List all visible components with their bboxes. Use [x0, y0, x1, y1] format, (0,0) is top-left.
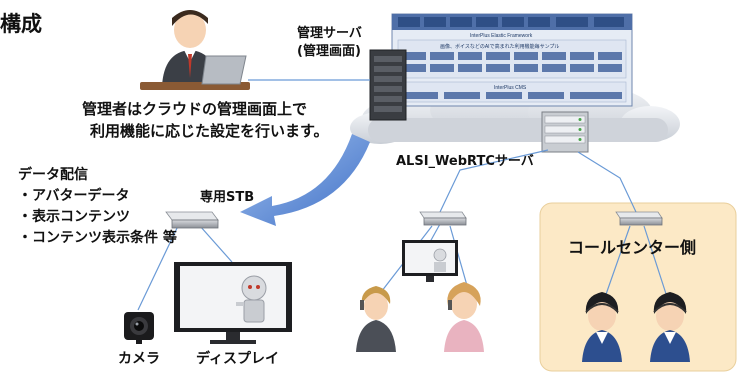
display-label: ディスプレイ — [196, 351, 280, 367]
camera-icon — [124, 312, 154, 344]
delivery-arrow — [240, 134, 370, 226]
robot-avatar-icon — [236, 275, 267, 323]
callcenter-to-op1-line — [603, 225, 631, 301]
management-server-icon — [369, 49, 407, 121]
cms-title: InterPlus CMS — [494, 85, 527, 91]
admin-note-line2: 利用機能に応じた設定を行います。 — [90, 122, 329, 140]
cms-framework-title: InterPlus Elastic Framework — [470, 33, 533, 39]
call-center-label: コールセンター側 — [568, 238, 697, 257]
data-delivery-item: ・アバターデータ — [18, 188, 130, 204]
user-person-icon — [356, 286, 396, 352]
operator-icon — [582, 292, 622, 362]
stb-label: 専用STB — [200, 190, 255, 205]
client-to-monitor-line — [429, 223, 441, 243]
mgmt-server-label-line1: 管理サーバ — [297, 26, 362, 41]
webrtc-server-icon — [541, 111, 589, 153]
admin-note-line1: 管理者はクラウドの管理画面上で — [82, 100, 308, 118]
webrtc-server-label: ALSI_WebRTCサーバ — [396, 154, 534, 169]
stb-to-camera-line — [137, 225, 179, 311]
display-icon — [174, 262, 292, 344]
cms-subtitle: 画像、ボイスなどのAIで高まれた利用機能毎サンプル — [440, 43, 559, 50]
camera-label: カメラ — [118, 351, 160, 367]
page-heading: 構成 — [0, 12, 42, 36]
stb-to-display-line — [199, 225, 233, 263]
data-delivery-title: データ配信 — [18, 167, 88, 183]
client-stb-icon — [419, 211, 467, 226]
client-monitor-icon — [402, 240, 458, 282]
stb-device-icon — [165, 211, 219, 229]
cms-window: InterPlus Elastic Framework 画像、ボイスなどのAIで… — [391, 13, 633, 107]
webrtc-to-client-line — [439, 149, 549, 213]
callcenter-to-op2-line — [643, 225, 669, 301]
operator-icon — [650, 292, 690, 362]
user-person-icon — [444, 282, 484, 352]
data-delivery-item: ・表示コンテンツ — [18, 209, 130, 225]
callcenter-stb-icon — [615, 211, 663, 226]
admin-person-icon — [140, 10, 250, 90]
call-center-area — [539, 202, 737, 372]
data-delivery-item: ・コンテンツ表示条件 等 — [18, 230, 177, 246]
webrtc-to-callcenter-line — [577, 151, 637, 213]
mgmt-server-label-line2: (管理画面) — [297, 44, 361, 59]
